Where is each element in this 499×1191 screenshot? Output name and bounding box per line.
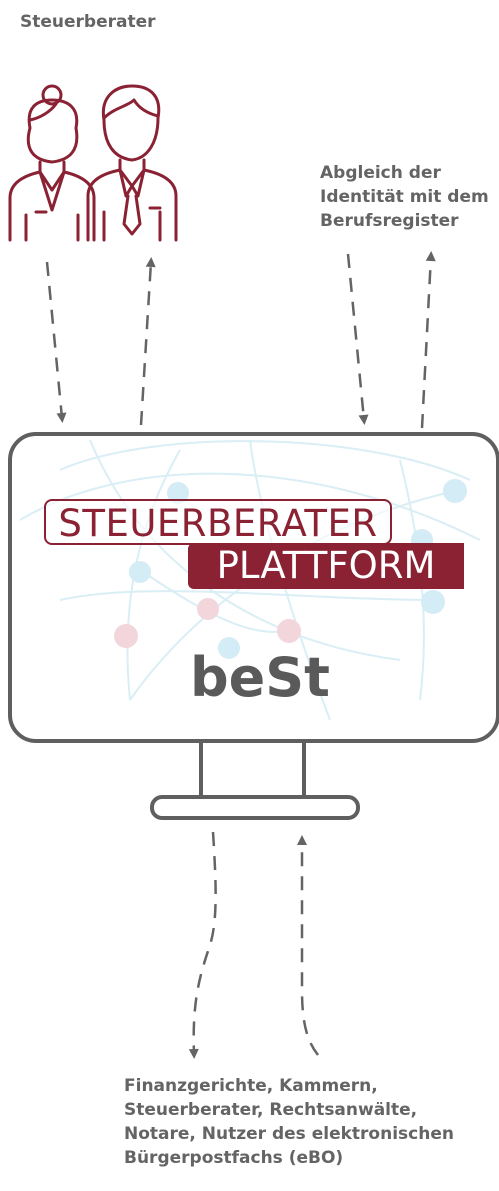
- arrow-monitor-up: [297, 835, 319, 1056]
- label-steuerberater: Steuerberater: [20, 12, 156, 32]
- arrow-register-down: [346, 253, 369, 425]
- label-recipients-line: Steuerberater, Rechtsanwälte,: [124, 1100, 418, 1120]
- label-identity-line: Berufsregister: [320, 211, 459, 231]
- arrow-monitor-down: [188, 831, 217, 1059]
- people-icon: [8, 84, 178, 242]
- logo-plattform: PLATTFORM: [188, 543, 464, 589]
- label-recipients: Finanzgerichte, Kammern, Steuerberater, …: [124, 1074, 454, 1170]
- logo-best: beSt: [190, 646, 330, 709]
- arrow-register-up: [420, 251, 436, 429]
- label-identity-line: Abgleich der: [320, 163, 441, 183]
- monitor-icon: [8, 432, 499, 820]
- arrow-people-down: [45, 261, 67, 423]
- label-identity-check: Abgleich der Identität mit dem Berufsreg…: [320, 161, 489, 233]
- label-identity-line: Identität mit dem: [320, 187, 489, 207]
- label-recipients-line: Notare, Nutzer des elektronischen: [124, 1124, 454, 1144]
- logo-steuerberater: STEUERBERATER: [44, 499, 392, 545]
- label-recipients-line: Bürgerpostfachs (eBO): [124, 1148, 344, 1168]
- label-recipients-line: Finanzgerichte, Kammern,: [124, 1076, 378, 1096]
- arrow-people-up: [139, 257, 156, 426]
